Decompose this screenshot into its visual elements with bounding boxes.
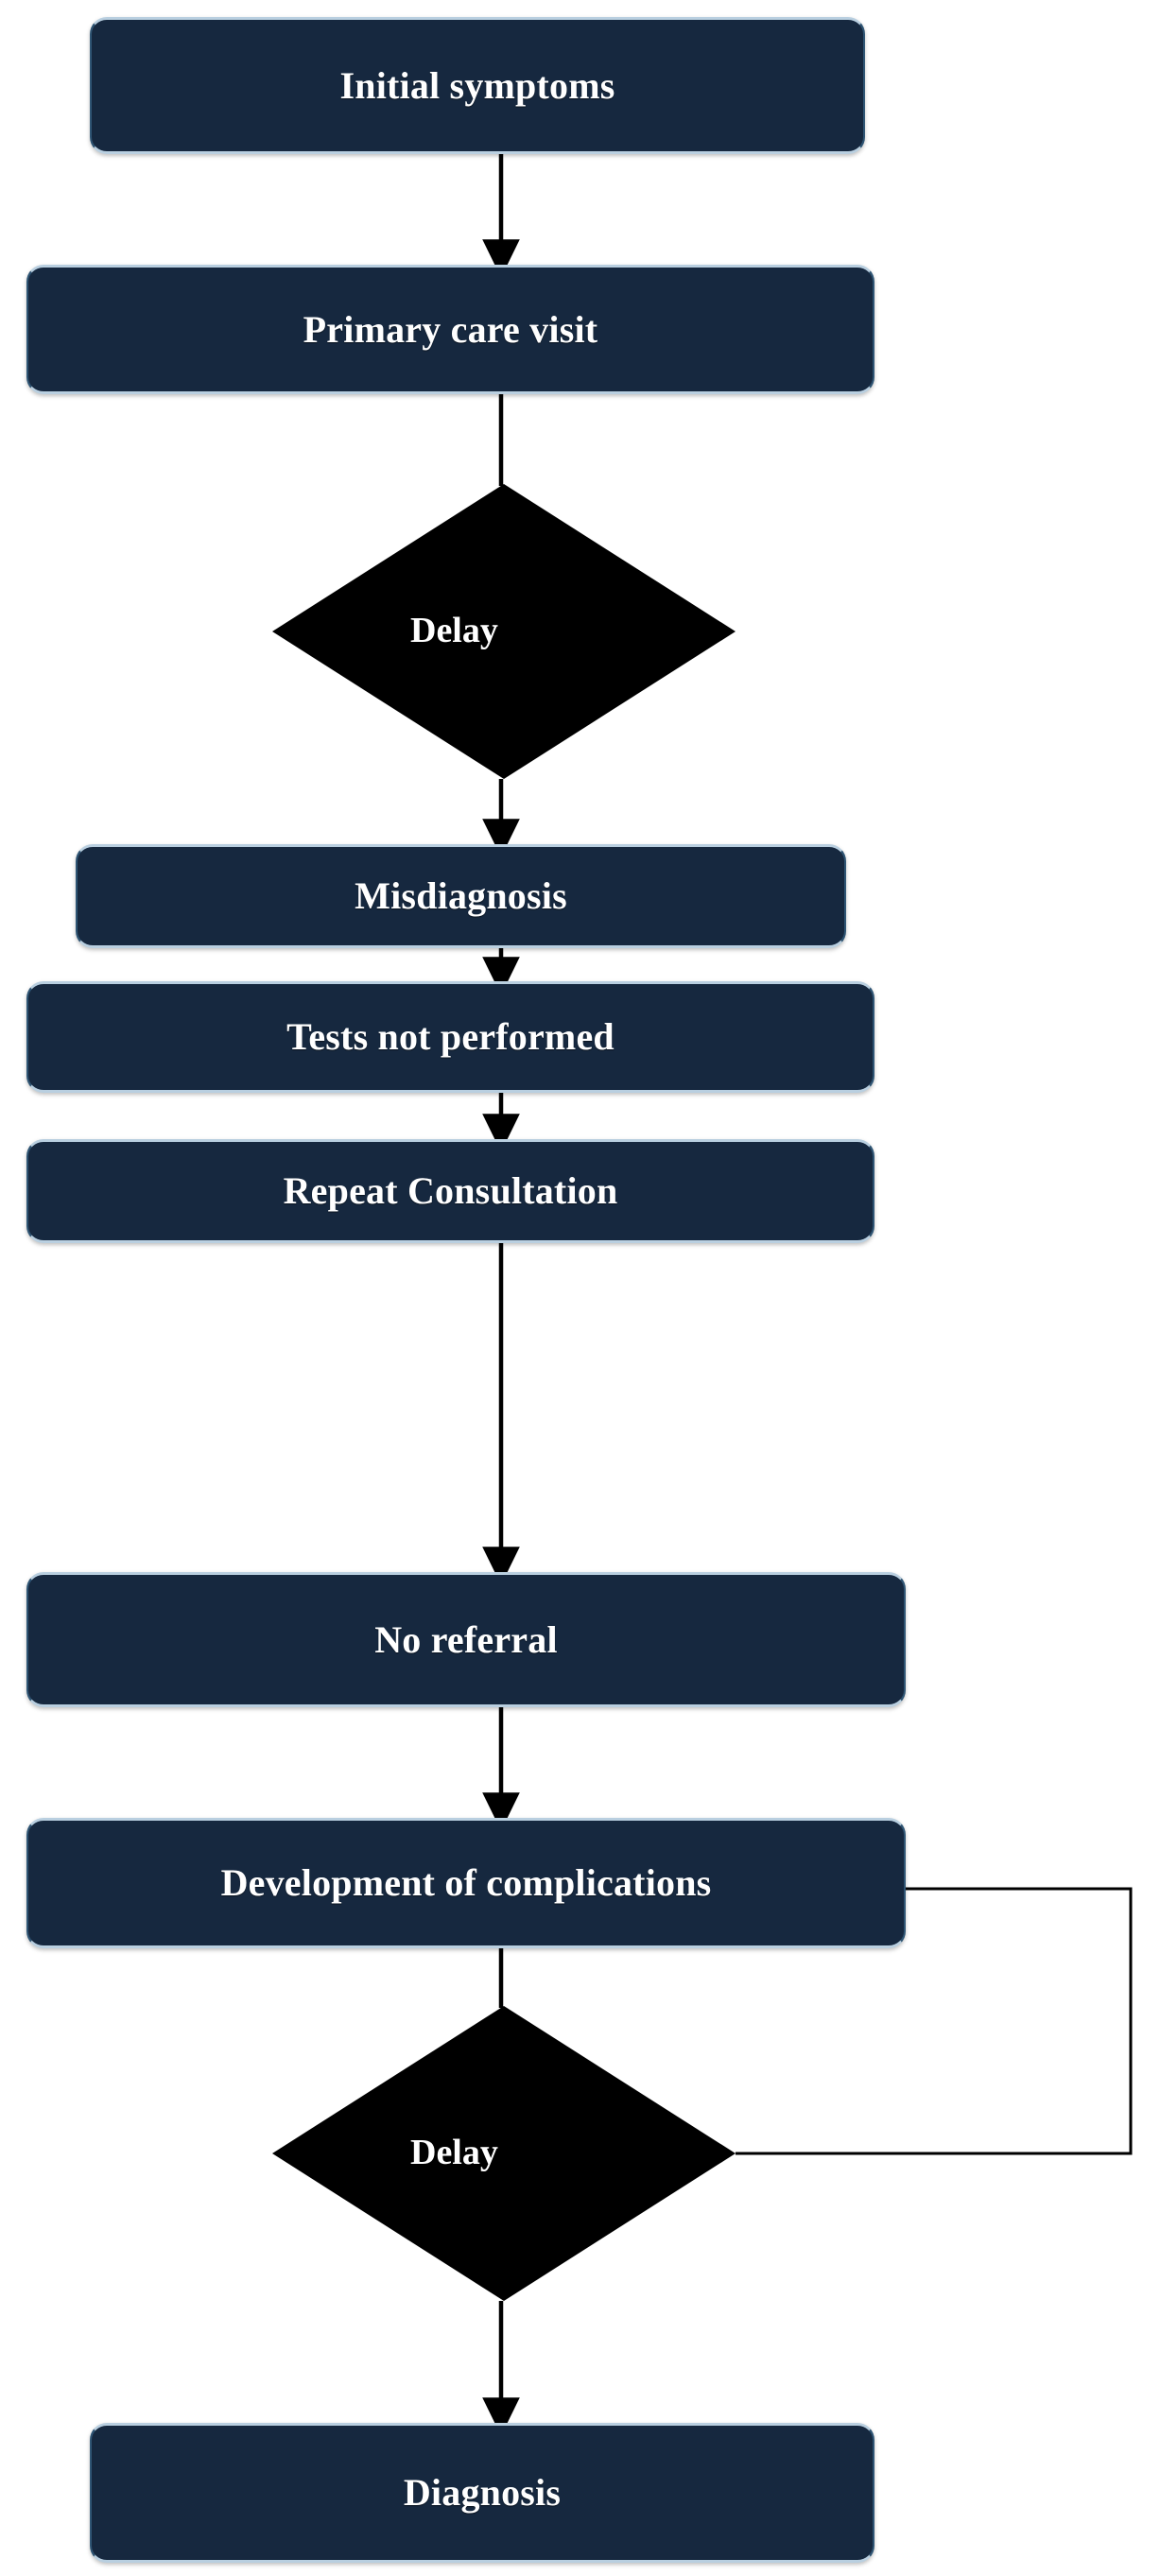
diamond-shape [272, 2006, 736, 2301]
node-label: Development of complications [220, 1861, 712, 1904]
node-label: Repeat Consultation [283, 1169, 618, 1212]
node-label: No referral [374, 1617, 558, 1661]
node-tests-not-performed[interactable]: Tests not performed [26, 981, 874, 1093]
node-label: Delay [410, 2133, 498, 2172]
node-label: Misdiagnosis [355, 874, 567, 917]
node-primary-care-visit[interactable]: Primary care visit [26, 265, 874, 394]
node-repeat-consultation[interactable]: Repeat Consultation [26, 1139, 874, 1243]
node-label: Tests not performed [286, 1015, 615, 1058]
node-no-referral[interactable]: No referral [26, 1572, 906, 1707]
node-initial-symptoms[interactable]: Initial symptoms [90, 17, 865, 154]
diamond-shape [272, 484, 736, 779]
node-label: Delay [410, 611, 498, 650]
node-label: Diagnosis [403, 2471, 562, 2514]
node-label: Initial symptoms [339, 63, 615, 107]
node-diagnosis[interactable]: Diagnosis [90, 2423, 874, 2563]
node-misdiagnosis[interactable]: Misdiagnosis [76, 844, 846, 948]
node-label: Primary care visit [303, 307, 598, 351]
node-development-of-complications[interactable]: Development of complications [26, 1818, 906, 1948]
node-delay-decision-2[interactable]: Delay [272, 2006, 736, 2301]
node-delay-decision-1[interactable]: Delay [272, 484, 736, 779]
